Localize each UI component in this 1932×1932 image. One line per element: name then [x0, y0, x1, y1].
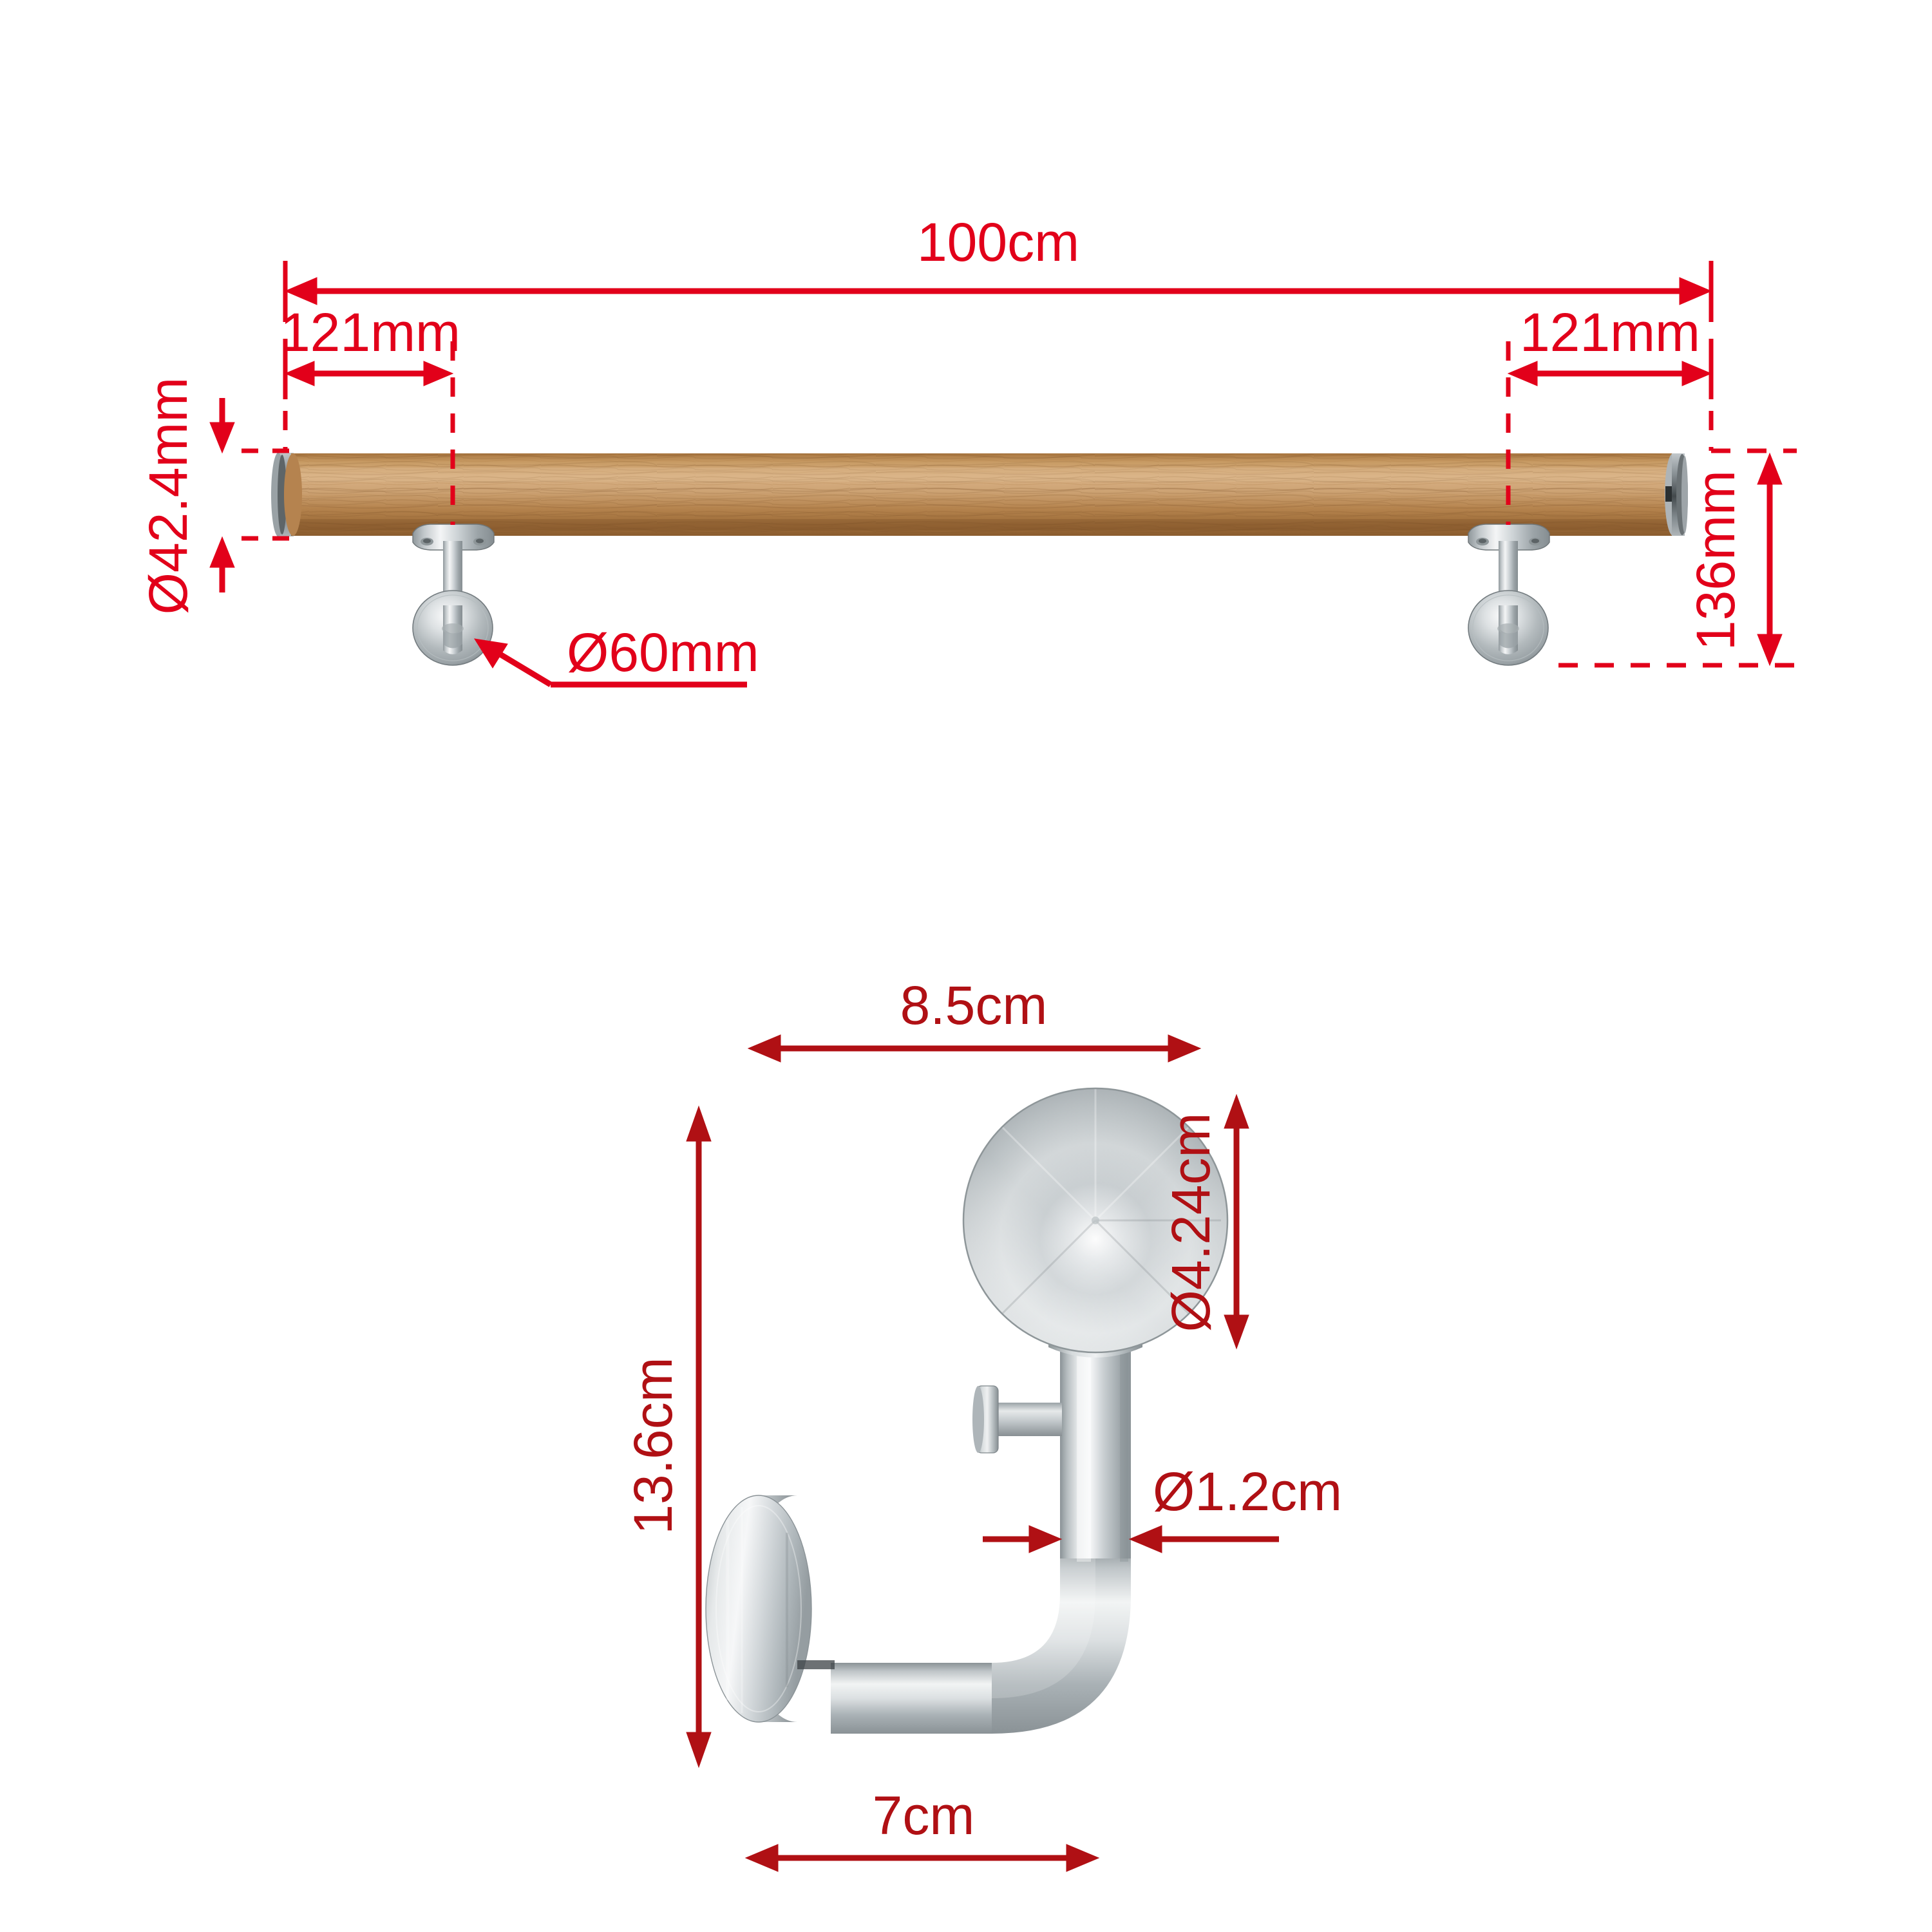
arrowhead-60mm [473, 638, 508, 668]
side-set-screw[interactable] [972, 1385, 1062, 1454]
arrowhead-cap-down [1224, 1314, 1249, 1350]
dim-label-bracket-height: 13.6cm [623, 1357, 683, 1534]
arrowhead-136-down [1757, 634, 1783, 667]
dim-label-bracket-projection: 8.5cm [900, 975, 1048, 1036]
arrowhead-136-up [1757, 452, 1783, 485]
dim-label-wall-plate-projection: 7cm [873, 1785, 975, 1846]
arrowhead-left-121-b [423, 361, 454, 386]
arrowhead-85-right [1168, 1034, 1202, 1063]
handrail-assembly [271, 453, 1688, 666]
dim-label-overall-length: 100cm [917, 212, 1079, 272]
dim-label-total-projection: 136mm [1685, 470, 1746, 650]
dim-label-arm-diameter: Ø1.2cm [1153, 1461, 1342, 1522]
arrowhead-height-down [686, 1732, 712, 1768]
arrowhead-diameter-rail-up [209, 536, 235, 568]
round-saddle-cap [962, 1087, 1229, 1354]
round-wall-mounting-plate [705, 1495, 835, 1723]
arrowhead-7cm-right [1066, 1844, 1100, 1872]
arrowhead-right-121-a [1507, 361, 1538, 386]
arrowhead-left-overall [284, 277, 317, 305]
arrowhead-diameter-rail-down [209, 422, 235, 454]
arrowhead-right-121-b [1681, 361, 1712, 386]
arrowhead-height-up [686, 1105, 712, 1142]
bracket-detail-assembly [705, 1087, 1229, 1734]
dim-label-cap-diameter: Ø4.24cm [1160, 1113, 1221, 1332]
wooden-handrail-tube [284, 453, 1672, 536]
wall-bracket-left[interactable] [412, 524, 495, 666]
dim-label-right-offset: 121mm [1520, 302, 1700, 363]
wall-bracket-right[interactable] [1468, 524, 1550, 666]
bottom-view-dimensions [686, 1034, 1279, 1872]
arrowhead-arm-left [1028, 1525, 1063, 1553]
dim-label-bracket-base-diameter: Ø60mm [567, 622, 759, 683]
arrowhead-right-overall [1679, 277, 1712, 305]
arrowhead-left-121-a [284, 361, 315, 386]
dim-label-rail-diameter: Ø42.4mm [138, 377, 198, 615]
top-view-dimensions [209, 261, 1797, 688]
arrowhead-arm-right [1128, 1525, 1162, 1553]
arrowhead-cap-up [1224, 1094, 1249, 1129]
arrowhead-85-left [747, 1034, 781, 1063]
steel-end-cap-right [1665, 453, 1688, 536]
l-shaped-elbow [831, 1343, 1131, 1734]
dim-label-left-offset: 121mm [280, 302, 460, 363]
arrowhead-7cm-left [744, 1844, 779, 1872]
